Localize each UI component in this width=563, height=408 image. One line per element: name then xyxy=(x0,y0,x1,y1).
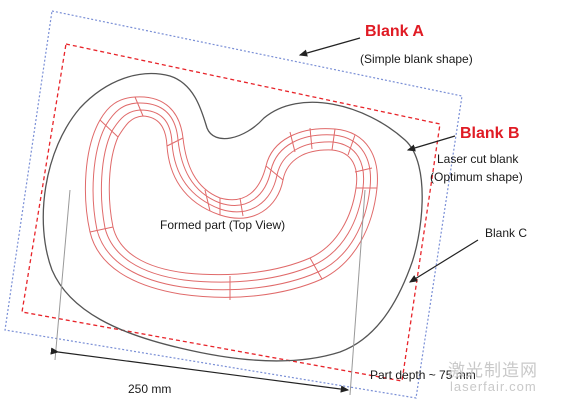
blank-b-label: Blank B xyxy=(460,125,520,142)
dimension-guide-right xyxy=(349,189,366,396)
watermark-en: laserfair.com xyxy=(450,379,537,394)
callout-arrow-blank-b xyxy=(406,135,456,152)
blank-a-sub-label: (Simple blank shape) xyxy=(360,52,473,66)
depth-label: Part depth ~ 75 mm xyxy=(370,368,476,382)
dimension-guide-left xyxy=(54,189,71,361)
blank-b-outline xyxy=(21,43,441,382)
watermark-cn: 激光制造网 xyxy=(448,361,538,380)
callout-arrow-blank-a xyxy=(298,37,361,57)
blank-b-sub-label-1: Laser cut blank xyxy=(437,152,519,166)
blank-a-label: Blank A xyxy=(365,23,424,40)
blank-b-sub-label-2: (Optimum shape) xyxy=(430,170,523,184)
formed-part-label: Formed part (Top View) xyxy=(160,218,286,232)
formed-part-mesh xyxy=(84,96,378,300)
callout-arrow-blank-c xyxy=(408,239,479,283)
blank-c-label: Blank C xyxy=(485,226,528,240)
width-dimension-label: 250 mm xyxy=(128,382,172,396)
dimension-arrow-250mm xyxy=(50,347,350,393)
blank-a-outline xyxy=(4,10,463,399)
blank-c-outline xyxy=(42,72,423,362)
